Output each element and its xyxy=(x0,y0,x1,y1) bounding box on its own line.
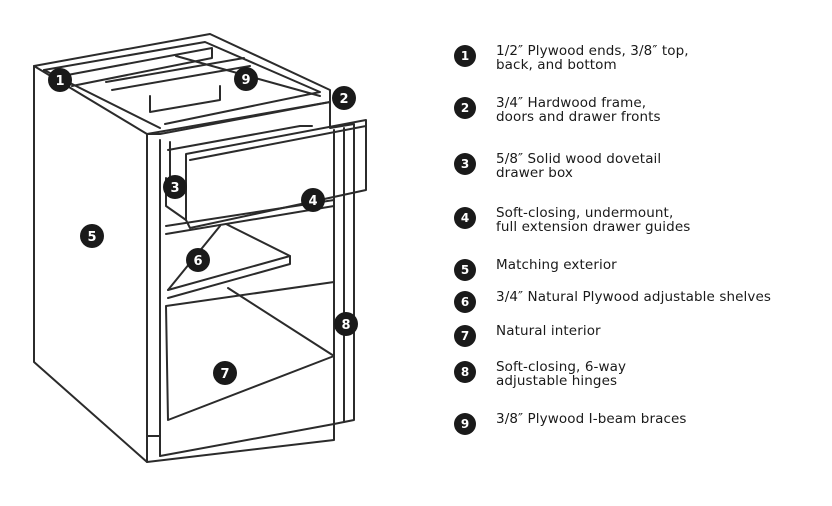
back-brace xyxy=(61,47,213,87)
legend-line: doors and drawer fronts xyxy=(496,109,661,125)
callout-9: 9 xyxy=(234,67,258,91)
svg-text:2: 2 xyxy=(339,92,348,107)
legend-item-2: 2 3/4″ Hardwood frame,doors and drawer fr… xyxy=(454,96,661,124)
legend-badge: 4 xyxy=(454,207,476,229)
legend-item-1: 1 1/2″ Plywood ends, 3/8″ top,back, and b… xyxy=(454,44,689,72)
legend-line: Soft-closing, 6-way xyxy=(496,359,627,375)
legend-item-6: 6 3/4″ Natural Plywood adjustable shelves xyxy=(454,290,771,313)
svg-text:1: 1 xyxy=(55,74,64,89)
callout-5: 5 xyxy=(80,224,104,248)
legend-badge: 5 xyxy=(454,259,476,281)
legend-item-9: 9 3/8″ Plywood I-beam braces xyxy=(454,412,687,435)
legend-badge: 1 xyxy=(454,45,476,67)
legend-badge: 6 xyxy=(454,291,476,313)
legend-line: adjustable hinges xyxy=(496,373,618,389)
legend-badge: 8 xyxy=(454,361,476,383)
face-frame xyxy=(146,101,355,463)
legend-item-4: 4 Soft-closing, undermount,full extension… xyxy=(454,206,690,234)
svg-text:7: 7 xyxy=(220,367,229,382)
drawer-front xyxy=(185,119,367,229)
legend-text: 3/4″ Hardwood frame,doors and drawer fro… xyxy=(496,96,661,124)
callout-6: 6 xyxy=(186,248,210,272)
drawer-box xyxy=(167,125,313,151)
legend-text: 3/4″ Natural Plywood adjustable shelves xyxy=(496,290,771,304)
svg-text:5: 5 xyxy=(87,230,96,245)
legend-line: Matching exterior xyxy=(496,257,617,273)
svg-text:4: 4 xyxy=(308,194,317,209)
callout-2: 2 xyxy=(332,86,356,110)
svg-text:9: 9 xyxy=(241,73,250,88)
front-brace xyxy=(105,57,245,83)
legend-text: Soft-closing, undermount,full extension … xyxy=(496,206,690,234)
legend-item-5: 5 Matching exterior xyxy=(454,258,617,281)
callout-7: 7 xyxy=(213,361,237,385)
callout-1: 1 xyxy=(48,68,72,92)
legend-line: 1/2″ Plywood ends, 3/8″ top, xyxy=(496,43,689,59)
svg-text:8: 8 xyxy=(341,318,350,333)
legend-line: full extension drawer guides xyxy=(496,219,691,235)
svg-text:6: 6 xyxy=(193,254,202,269)
legend-line: 3/4″ Natural Plywood adjustable shelves xyxy=(496,289,771,305)
callout-8: 8 xyxy=(334,312,358,336)
legend-item-7: 7 Natural interior xyxy=(454,324,601,347)
legend-text: 1/2″ Plywood ends, 3/8″ top,back, and bo… xyxy=(496,44,689,72)
shelf xyxy=(167,255,291,299)
legend-line: Soft-closing, undermount, xyxy=(496,205,674,221)
legend-badge: 2 xyxy=(454,97,476,119)
legend-text: Natural interior xyxy=(496,324,601,338)
legend-badge: 7 xyxy=(454,325,476,347)
legend-line: back, and bottom xyxy=(496,57,617,73)
legend-line: drawer box xyxy=(496,165,573,181)
legend-line: 3/4″ Hardwood frame, xyxy=(496,95,647,111)
legend-text: 3/8″ Plywood I-beam braces xyxy=(496,412,687,426)
svg-text:3: 3 xyxy=(170,181,179,196)
side-panel xyxy=(33,65,148,463)
callout-4: 4 xyxy=(301,188,325,212)
legend-badge: 9 xyxy=(454,413,476,435)
top-rim xyxy=(33,33,331,135)
legend-badge: 3 xyxy=(454,153,476,175)
toe-kick xyxy=(146,435,161,451)
legend-line: Natural interior xyxy=(496,323,601,339)
legend-line: 3/8″ Plywood I-beam braces xyxy=(496,411,687,427)
callout-3: 3 xyxy=(163,175,187,199)
legend-line: 5/8″ Solid wood dovetail xyxy=(496,151,662,167)
legend-text: Matching exterior xyxy=(496,258,617,272)
